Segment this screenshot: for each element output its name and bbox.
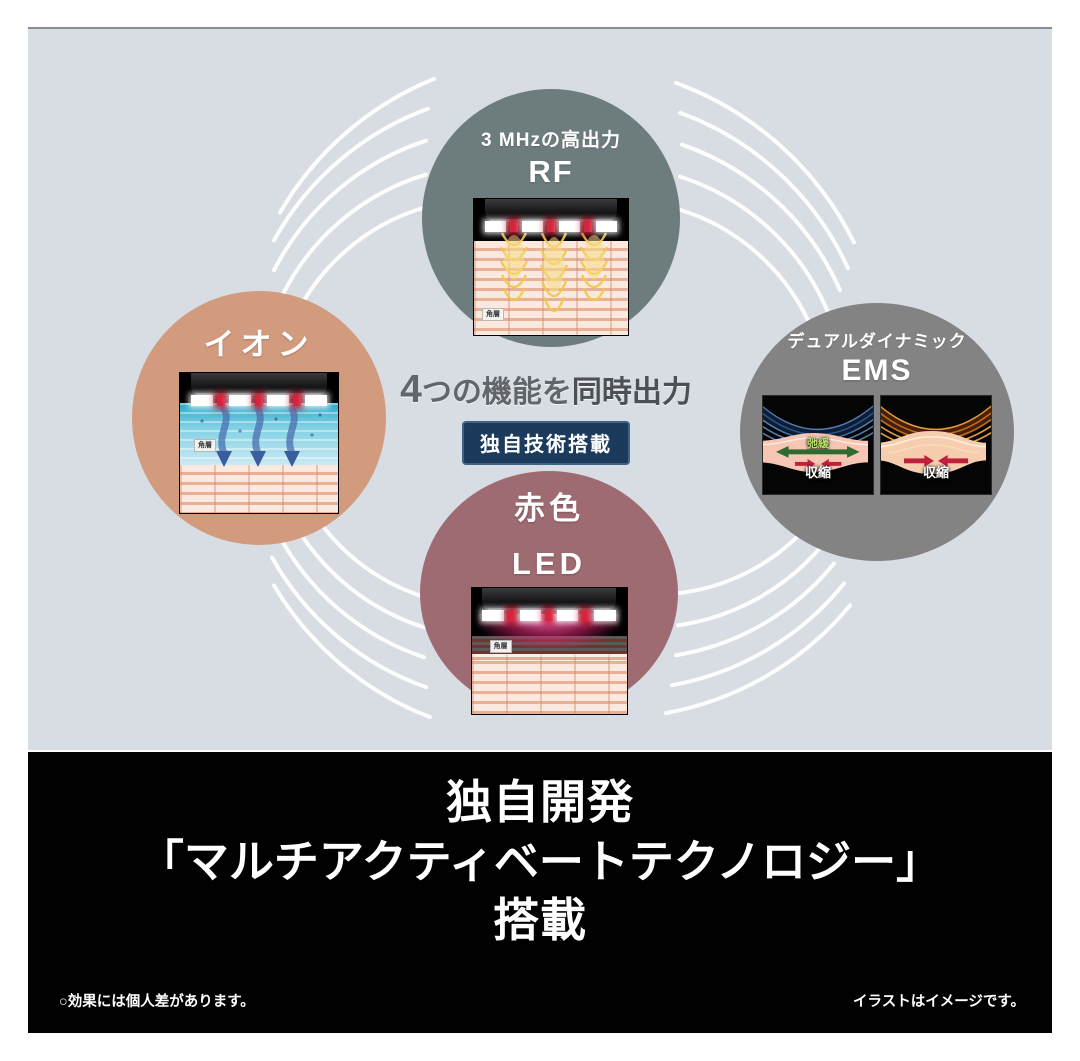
headline-number: 4 (400, 368, 422, 411)
led-skin-diagram: 角層 (470, 587, 628, 715)
ems-panel-group: 弛緩 収縮 (762, 394, 992, 495)
bottom-banner: 独自開発 「マルチアクティベートテクノロジー」 搭載 ○効果には個人差があります… (28, 752, 1052, 1033)
footnote-right: イラストはイメージです。 (853, 994, 1025, 1010)
ion-title: イオン (203, 327, 315, 362)
ems-contract-arrows-orange (903, 455, 969, 468)
feature-circle-led: 赤色 LED 角層 (420, 471, 678, 715)
ion-device-bar (191, 372, 327, 399)
footnote-left: ○効果には個人差があります。 (59, 994, 255, 1010)
rf-led-row (484, 220, 618, 232)
ems-relax-label: 弛緩 (807, 437, 829, 450)
center-headline: 4つの機能を同時出力 (380, 367, 712, 412)
rf-stratum-label: 角層 (482, 307, 504, 321)
led-subtitle: 赤色 (514, 491, 584, 526)
led-title: LED (512, 545, 586, 581)
ems-subtitle: デュアルダイナミック (787, 332, 967, 351)
bottom-title-line3: 搭載 (493, 894, 587, 947)
rf-subtitle: 3 MHzの高出力 (481, 130, 621, 151)
infographic-panel: 3 MHzの高出力 RF (28, 27, 1052, 750)
ems-panel-relax: 弛緩 収縮 (762, 394, 874, 495)
rf-title: RF (528, 154, 574, 189)
rf-skin-diagram: 角層 (473, 197, 629, 336)
headline-part2: 同時出力 (571, 376, 692, 409)
bottom-title: 独自開発 「マルチアクティベートテクノロジー」 搭載 (28, 773, 1052, 951)
feature-circle-ion: イオン (132, 291, 386, 545)
led-device-bar (482, 588, 616, 615)
center-callout: 4つの機能を同時出力 独自技術搭載 (380, 367, 712, 465)
feature-circle-rf: 3 MHzの高出力 RF (422, 89, 680, 347)
ems-contract-arrows-blue (794, 459, 842, 469)
ems-contract-label-blue: 収縮 (804, 464, 831, 480)
led-stratum-label: 角層 (489, 640, 512, 654)
led-led-row (482, 610, 616, 622)
ems-relax-arrows (776, 445, 860, 458)
technology-badge: 独自技術搭載 (462, 421, 630, 465)
feature-circle-ems: デュアルダイナミック EMS 弛緩 (740, 303, 1014, 561)
ion-stratum-label: 角層 (194, 438, 216, 452)
ion-penetration-arrows (200, 405, 322, 467)
ion-led-row (191, 394, 327, 406)
bottom-title-line1: 独自開発 (446, 776, 634, 828)
bottom-title-line2: 「マルチアクティベートテクノロジー」 (138, 835, 942, 887)
ems-contract-label-orange: 収縮 (922, 464, 949, 480)
headline-part1: つの機能を (421, 376, 572, 409)
rf-device-bar (484, 198, 618, 225)
ems-panel-contract: 収縮 (880, 394, 992, 495)
ion-skin-diagram: 角層 (179, 371, 339, 514)
ems-title: EMS (841, 354, 913, 387)
rf-energy-cones (499, 231, 609, 312)
